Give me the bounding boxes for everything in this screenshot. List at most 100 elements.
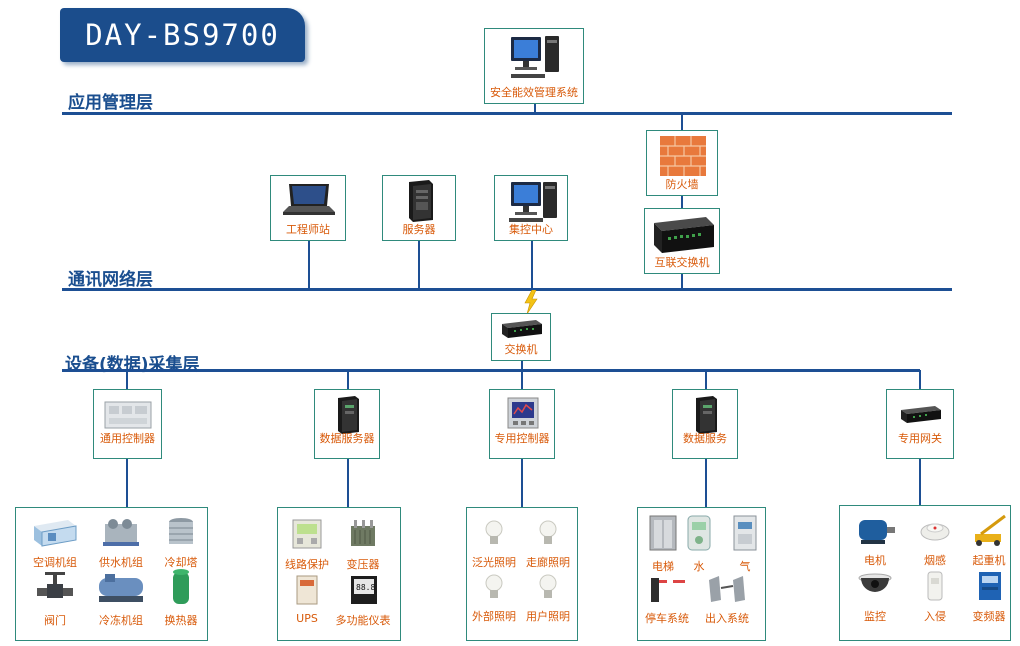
light-bulb-icon	[539, 520, 557, 544]
gateway-device-icon	[901, 406, 941, 423]
collector-data-service-node: 数据服务	[672, 389, 738, 459]
device-group-lighting: 泛光照明 走廊照明 外部照明 用户照明	[466, 507, 578, 641]
device-label: 冷却塔	[164, 556, 198, 569]
collector-label-2: 数据服务器	[319, 432, 375, 445]
device-label: 电机	[864, 554, 886, 567]
brick-wall-icon	[660, 136, 706, 176]
device-label: 空调机组	[33, 556, 77, 569]
layer-label-network: 通讯网络层	[68, 270, 153, 290]
energy-management-system-label: 安全能效管理系统	[490, 86, 578, 99]
protection-relay-icon	[292, 519, 322, 549]
device-label: 走廊照明	[526, 556, 570, 569]
motion-sensor-icon	[927, 571, 943, 601]
connector-system	[534, 103, 536, 113]
core-switch-node: 互联交换机	[644, 208, 720, 274]
device-label: 变频器	[972, 610, 1006, 623]
collector-label-1: 通用控制器	[100, 432, 155, 445]
connector-core-switch	[681, 273, 683, 289]
access-switch-node: 交换机	[491, 313, 551, 361]
connector-collector-2	[347, 370, 349, 390]
cooling-tower-icon	[169, 518, 193, 544]
device-user-lighting: 用户照明	[515, 572, 581, 624]
device-crane: 起重机	[956, 514, 1020, 568]
water-pump-unit-icon	[103, 519, 139, 546]
connector-collector-4	[705, 370, 707, 390]
device-floodlight: 泛光照明	[461, 518, 527, 570]
ups-icon	[296, 575, 318, 605]
device-label: 外部照明	[472, 610, 516, 623]
device-group-equipment: 电机 烟感 起重机 监控 入侵 变频器	[839, 505, 1011, 641]
control-center-node: 集控中心	[494, 175, 568, 241]
svg-text:88.8: 88.8	[356, 583, 375, 592]
device-heat-exchanger: 换热器	[148, 566, 214, 628]
access-switch-label: 交换机	[504, 343, 538, 356]
device-label: 气	[739, 560, 751, 573]
water-meter-icon	[687, 515, 711, 551]
product-title: DAY-BS9700	[85, 18, 280, 52]
device-label: 变压器	[346, 558, 380, 571]
connector-server	[418, 240, 420, 289]
connector-control-center	[531, 240, 533, 289]
collector-data-server-node: 数据服务器	[314, 389, 380, 459]
device-group-power: 线路保护 变压器 UPS 88.8 多功能仪表	[277, 507, 401, 641]
device-group-hvac: 空调机组 供水机组 冷却塔 阀门 冷冻机组 换热器	[15, 507, 208, 641]
transformer-icon	[351, 520, 375, 546]
firewall-label: 防火墙	[665, 178, 699, 191]
device-label: 供水机组	[99, 556, 143, 569]
power-meter-icon: 88.8	[351, 576, 377, 604]
device-label: 线路保护	[285, 558, 329, 571]
management-bus-line	[62, 112, 952, 115]
light-bulb-icon	[485, 520, 503, 544]
device-parking-system: 停车系统	[634, 572, 700, 626]
server-tower-icon	[338, 396, 359, 434]
device-gas-meter: 气	[712, 514, 778, 574]
crane-icon	[975, 514, 1006, 546]
device-cooling-tower: 冷却塔	[148, 516, 214, 570]
connector-group-1	[126, 458, 128, 508]
smoke-detector-icon	[920, 523, 950, 541]
air-handler-icon	[34, 520, 77, 547]
device-smoke-detector: 烟感	[902, 514, 968, 568]
device-surveillance: 监控	[842, 570, 908, 624]
dome-camera-icon	[858, 573, 892, 592]
control-center-label: 集控中心	[509, 223, 553, 236]
device-label: 停车系统	[645, 612, 689, 625]
control-panel-icon	[507, 397, 539, 429]
device-water-supply-unit: 供水机组	[88, 516, 154, 570]
device-chiller-unit: 冷冻机组	[88, 570, 154, 628]
device-motor: 电机	[842, 514, 908, 568]
device-ups: UPS	[274, 574, 340, 625]
device-label: 烟感	[924, 554, 946, 567]
device-access-system: 出入系统	[694, 572, 760, 626]
product-title-badge: DAY-BS9700	[60, 8, 305, 62]
device-intrusion-detector: 入侵	[902, 570, 968, 624]
parking-barrier-icon	[651, 578, 685, 602]
heat-exchanger-icon	[173, 569, 189, 604]
engineer-workstation-label: 工程师站	[286, 223, 330, 236]
device-label: 换热器	[164, 614, 198, 627]
device-label: 阀门	[44, 614, 66, 627]
device-elevator: 电梯	[630, 514, 696, 574]
device-label: 监控	[864, 610, 886, 623]
turnstile-icon	[709, 576, 745, 602]
collector-label-4: 数据服务	[683, 432, 727, 445]
network-bus-line	[62, 288, 952, 291]
gas-meter-icon	[733, 515, 757, 551]
elevator-icon	[649, 515, 677, 551]
device-label: 用户照明	[526, 610, 570, 623]
connector-collector-3	[521, 370, 523, 390]
frequency-inverter-icon	[979, 572, 1001, 600]
network-switch-icon	[502, 320, 542, 338]
connector-workstation	[308, 240, 310, 289]
collector-dedicated-gateway-node: 专用网关	[886, 389, 954, 459]
device-label: 起重机	[972, 554, 1006, 567]
energy-management-system-node: 安全能效管理系统	[484, 28, 584, 104]
electric-motor-icon	[859, 520, 895, 544]
engineer-workstation-node: 工程师站	[270, 175, 346, 241]
connector-firewall-top	[681, 114, 683, 131]
lightning-icon	[524, 290, 538, 314]
chiller-unit-icon	[99, 574, 143, 602]
device-label: 出入系统	[705, 612, 749, 625]
firewall-node: 防火墙	[646, 130, 718, 196]
collector-general-controller-node: 通用控制器	[93, 389, 162, 459]
